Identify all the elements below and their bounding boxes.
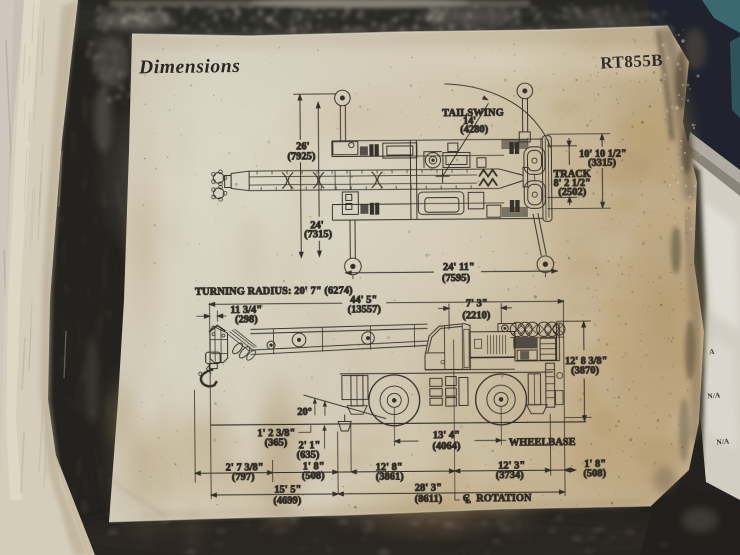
svg-text:(365): (365): [264, 437, 287, 448]
svg-text:L: L: [466, 496, 471, 505]
svg-text:10' 10 1/2": 10' 10 1/2": [579, 149, 627, 160]
svg-text:(4064): (4064): [432, 441, 461, 452]
svg-text:7' 3": 7' 3": [466, 298, 488, 309]
svg-text:(4699): (4699): [273, 495, 302, 506]
svg-text:12' 8 3/8": 12' 8 3/8": [565, 355, 607, 366]
svg-text:(3870): (3870): [571, 365, 600, 376]
svg-text:2' 7 3/8": 2' 7 3/8": [226, 462, 264, 473]
svg-text:1' 8": 1' 8": [584, 459, 606, 470]
svg-text:C: C: [463, 494, 470, 505]
svg-text:12' 3": 12' 3": [498, 460, 525, 471]
svg-text:TURNING RADIUS: 20' 7" (6274): TURNING RADIUS: 20' 7" (6274): [195, 285, 353, 297]
svg-text:(508): (508): [583, 468, 606, 479]
svg-text:TRACK: TRACK: [553, 169, 590, 180]
svg-text:(13557): (13557): [348, 304, 382, 315]
svg-text:(635): (635): [297, 450, 320, 461]
svg-text:ROTATION: ROTATION: [476, 493, 532, 504]
svg-text:20°: 20°: [297, 407, 312, 418]
svg-text:WHEELBASE: WHEELBASE: [509, 437, 576, 449]
svg-text:24': 24': [310, 220, 324, 231]
svg-text:(3734): (3734): [496, 470, 525, 481]
svg-text:(3315): (3315): [588, 158, 617, 169]
svg-text:14': 14': [463, 116, 476, 127]
svg-text:(797): (797): [232, 472, 255, 483]
svg-text:26': 26': [296, 141, 310, 152]
svg-text:1' 8": 1' 8": [303, 461, 325, 472]
svg-text:(298): (298): [235, 314, 258, 325]
svg-text:TAILSWING: TAILSWING: [442, 108, 504, 120]
svg-text:11 3/4": 11 3/4": [230, 305, 262, 316]
svg-text:28' 3": 28' 3": [415, 483, 442, 494]
svg-text:24' 11": 24' 11": [443, 262, 475, 273]
svg-text:RT855B: RT855B: [600, 50, 664, 72]
svg-text:8' 2 1/2": 8' 2 1/2": [554, 178, 591, 189]
svg-text:13' 4": 13' 4": [433, 430, 460, 441]
svg-text:15' 5": 15' 5": [274, 484, 301, 495]
svg-text:44' 5": 44' 5": [350, 295, 377, 306]
svg-text:(7925): (7925): [287, 151, 316, 162]
svg-text:(7315): (7315): [304, 229, 333, 240]
svg-text:Dimensions: Dimensions: [138, 56, 241, 78]
svg-text:(3861): (3861): [376, 471, 405, 482]
svg-text:(2210): (2210): [462, 310, 491, 321]
svg-text:(4280): (4280): [460, 124, 489, 135]
svg-text:12' 8": 12' 8": [376, 462, 403, 473]
svg-text:(2502): (2502): [558, 187, 587, 198]
svg-text:2' 1": 2' 1": [298, 440, 320, 451]
svg-text:(8611): (8611): [415, 494, 443, 505]
svg-text:(508): (508): [302, 471, 325, 482]
svg-text:1' 2 3/8": 1' 2 3/8": [257, 428, 295, 439]
svg-text:N/A: N/A: [716, 437, 730, 447]
svg-text:N/A: N/A: [707, 391, 721, 401]
svg-text:(7595): (7595): [442, 273, 471, 284]
